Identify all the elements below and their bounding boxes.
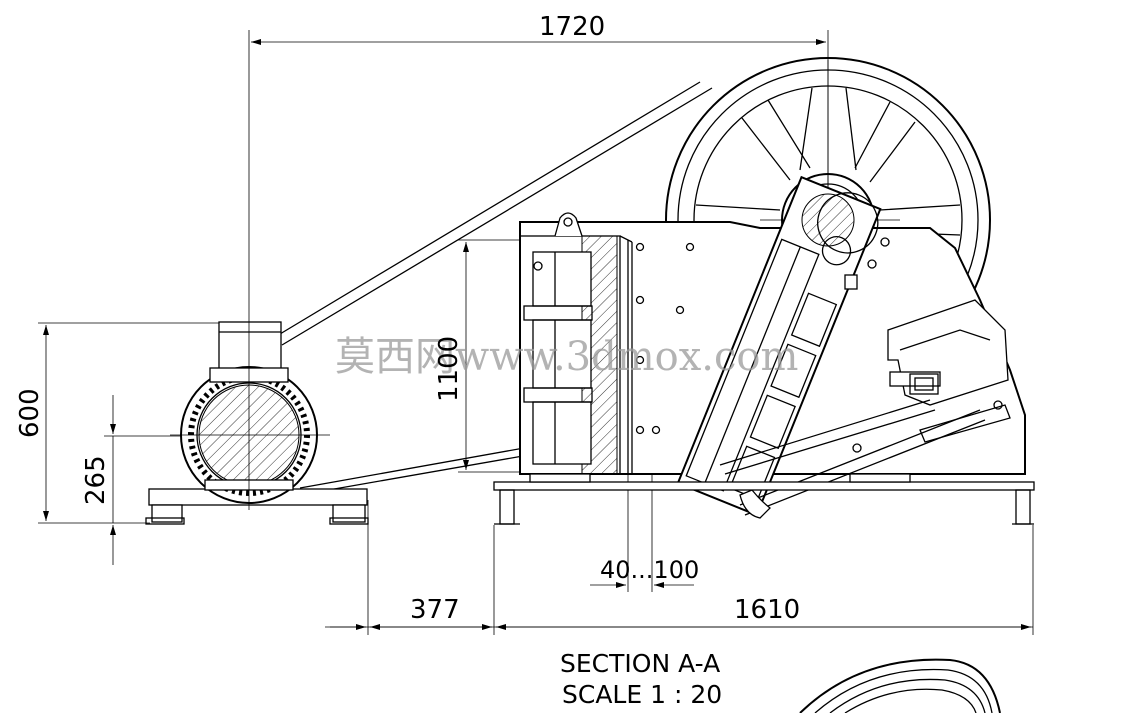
dimension-lines [38,30,1034,635]
dimension-height: 600 [15,388,45,438]
electric-motor [145,320,369,525]
dimension-base-length: 1610 [734,595,800,625]
scale-label: SCALE 1 : 20 [562,680,722,709]
dimension-motor-offset: 377 [410,595,460,625]
dimension-overall-width: 1720 [539,12,605,42]
crusher-base [493,473,1035,525]
dimension-opening-height: 1100 [434,336,464,402]
dimension-discharge-range: 40...100 [600,556,699,584]
watermark-text: 莫西网www.3dmox.com [335,334,798,380]
section-label: SECTION A-A [560,649,720,678]
partial-flywheel-view [799,658,1001,713]
dimension-motor-axis-height: 265 [81,455,111,505]
